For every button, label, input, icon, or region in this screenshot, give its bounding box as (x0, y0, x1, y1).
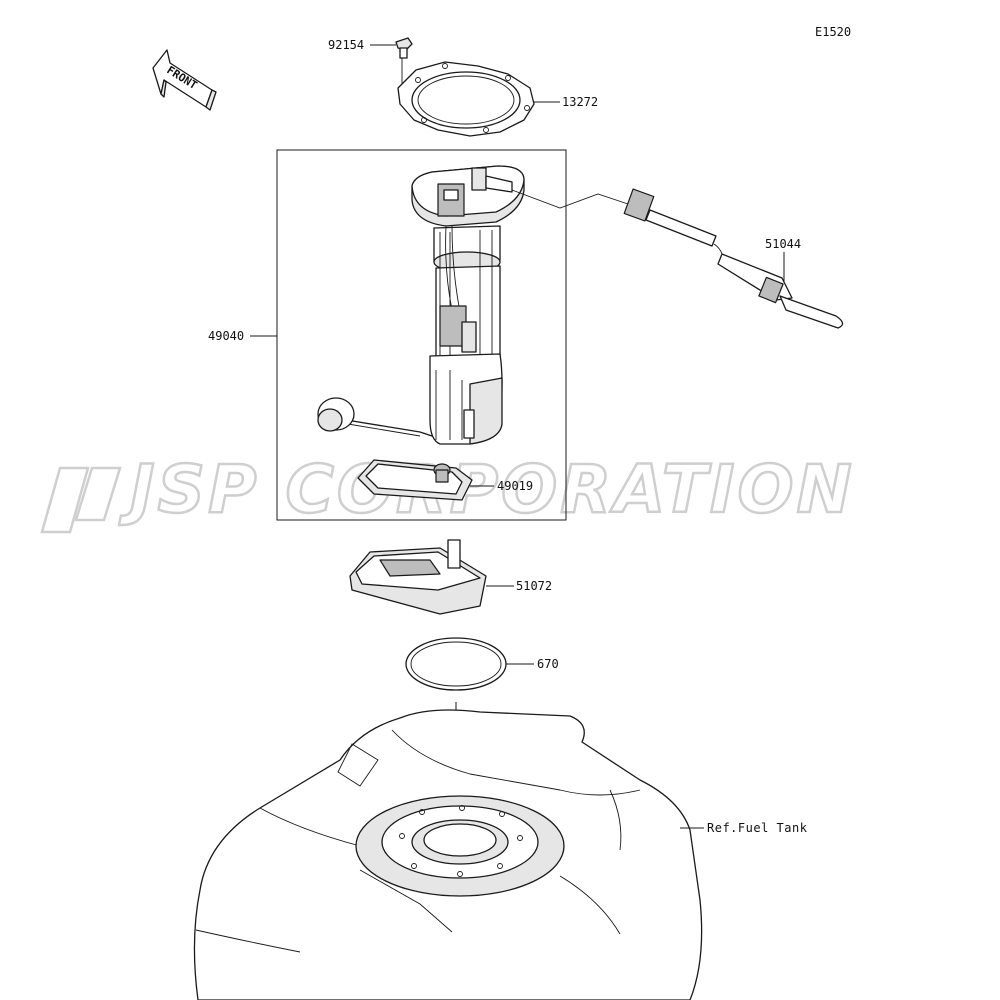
fuel-tank-ref (193, 709, 703, 1000)
part-number-bolt: 92154 (328, 38, 364, 52)
reference-fuel-tank: Ref.Fuel Tank (707, 821, 808, 835)
hose-assembly-part (511, 188, 844, 329)
gasket-plate-part (397, 61, 535, 137)
watermark: JSP CORPORATION (40, 450, 855, 534)
fuel-pump-part (317, 165, 525, 445)
assembly-frame (276, 149, 567, 521)
part-number-filter: 49019 (497, 479, 533, 493)
bracket-part (349, 539, 487, 615)
part-number-o-ring: 670 (537, 657, 559, 671)
front-arrow-icon: FRONT (152, 49, 217, 111)
diagram-id: E1520 (815, 25, 851, 39)
part-number-hose: 51044 (765, 237, 801, 251)
watermark-text: JSP CORPORATION (119, 451, 855, 528)
part-number-gasket: 13272 (562, 95, 598, 109)
filter-part (357, 459, 473, 501)
o-ring-part (405, 637, 507, 691)
part-number-assembly: 49040 (208, 329, 244, 343)
part-number-bracket: 51072 (516, 579, 552, 593)
bolt-part (395, 37, 413, 88)
